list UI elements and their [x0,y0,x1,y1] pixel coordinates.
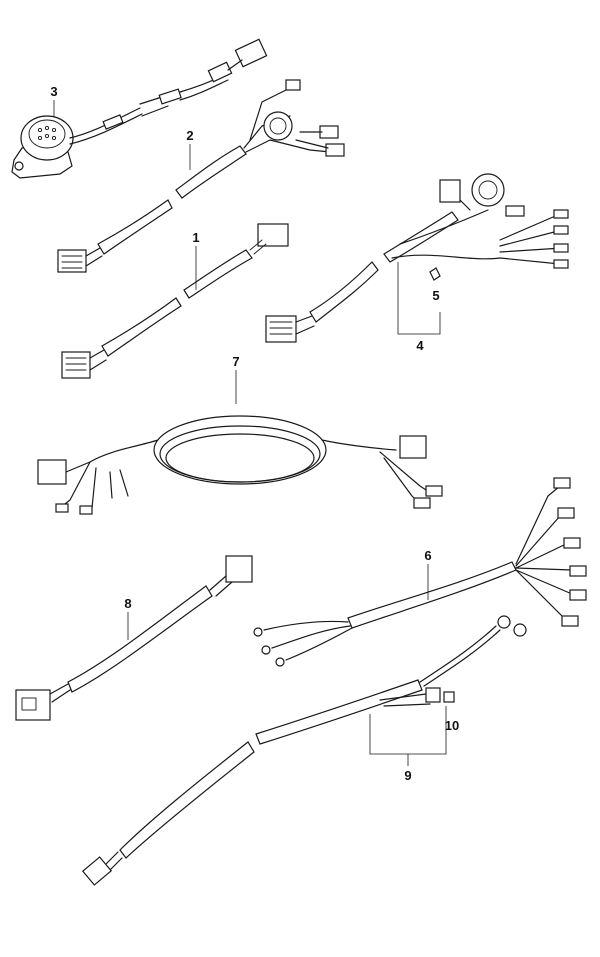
harness-7 [37,415,443,515]
bullet-terminal-icon [553,243,569,253]
harness-connector-icon [265,315,297,343]
callout-7: 7 [232,354,239,369]
harness-connector-icon [15,689,51,721]
bullet-terminal-icon [79,505,93,515]
bullet-terminal-icon [425,485,443,497]
harness-4 [265,173,569,343]
harness-connector-icon [257,223,289,247]
ring-terminal-icon [497,615,511,629]
callout-5: 5 [432,288,439,303]
leader-lines [53,100,447,766]
bullet-terminal-icon [569,565,587,577]
buzzer-mount-hole [14,161,24,171]
callout-3: 3 [50,84,57,99]
fuse-icon [429,267,441,281]
harness-connector-icon [225,555,253,583]
harness-connector-icon [207,61,233,83]
callout-10: 10 [445,718,459,733]
bullet-terminal-icon [557,507,575,519]
callout-9: 9 [404,768,411,783]
fuse-holder-icon [425,687,441,703]
callout-8: 8 [124,596,131,611]
bullet-terminal-icon [561,615,579,627]
ring-terminal-icon [275,657,285,667]
harness-connector-icon [399,435,427,459]
callout-4: 4 [416,338,424,353]
bullet-terminal-icon [55,503,69,513]
bullet-terminal-icon [563,537,581,549]
harness-8 [15,555,253,721]
callout-6: 6 [424,548,431,563]
harness-connector-icon [37,459,67,485]
ring-terminal-icon [261,645,271,655]
bullet-terminal-icon [553,225,569,235]
bullet-terminal-icon [569,589,587,601]
bullet-terminal-icon [553,209,569,219]
bullet-terminal-icon [553,259,569,269]
harness-connector-icon [61,351,91,379]
harness-connector-icon [234,38,268,68]
bullet-terminal-icon [413,497,431,509]
harness-2 [57,79,345,273]
ring-terminal-icon [513,623,527,637]
harness-6 [253,477,587,667]
callout-2: 2 [186,128,193,143]
callout-1: 1 [192,230,199,245]
ring-terminal-icon [253,627,263,637]
harness-connector-icon [81,856,113,886]
harness-1 [61,223,289,379]
buzzer-assembly [11,38,268,179]
harness-9 [81,615,527,886]
harness-connector-icon [57,249,87,273]
bullet-terminal-icon [553,477,571,489]
